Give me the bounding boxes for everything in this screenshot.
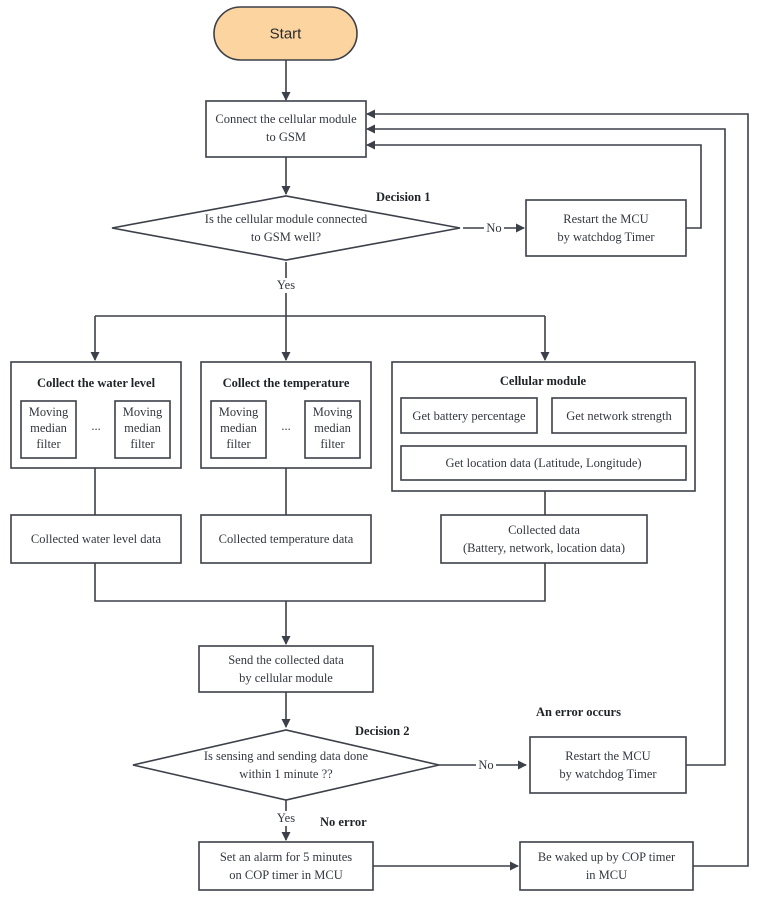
restart1-line-1: Restart the MCU: [563, 212, 648, 226]
water-filter-2-line-2: median: [124, 421, 162, 435]
network-label: Get network strength: [566, 409, 672, 423]
cellular-title: Cellular module: [500, 374, 587, 388]
temp-ellipsis: ...: [281, 419, 290, 433]
start-label: Start: [270, 26, 303, 43]
edges: [90, 60, 749, 871]
water-level-title: Collect the water level: [37, 376, 156, 390]
connect-node: Connect the cellular module to GSM: [205, 100, 367, 158]
location-label: Get location data (Latitude, Longitude): [445, 456, 641, 470]
edge-merge: [94, 563, 546, 602]
decision2-line-1: Is sensing and sending data done: [204, 749, 369, 763]
label-yes-1: Yes: [277, 278, 295, 292]
temp-filter-2-line-1: Moving: [313, 405, 353, 419]
restart2-line-2: by watchdog Timer: [559, 767, 657, 781]
decision2-node: Is sensing and sending data done within …: [132, 729, 440, 801]
temp-data-label: Collected temperature data: [219, 532, 354, 546]
edge-restart2-loop: [366, 124, 726, 766]
edge-restart1-loop: [366, 140, 702, 229]
wake-line-2: in MCU: [586, 868, 627, 882]
connect-line-2: to GSM: [266, 130, 306, 144]
label-no-1: No: [486, 221, 501, 235]
temp-filter-1-line-3: filter: [226, 437, 251, 451]
label-no-2: No: [478, 758, 493, 772]
decision1-node: Is the cellular module connected to GSM …: [111, 195, 461, 261]
decision1-line-1: Is the cellular module connected: [205, 212, 368, 226]
water-data-label: Collected water level data: [31, 532, 162, 546]
restart2-node: Restart the MCU by watchdog Timer: [529, 736, 687, 794]
temp-filter-1-line-1: Moving: [219, 405, 259, 419]
start-node: Start: [213, 6, 358, 61]
water-ellipsis: ...: [91, 419, 100, 433]
water-filter-1-line-1: Moving: [29, 405, 69, 419]
collected-data-node: Collected data (Battery, network, locati…: [440, 514, 648, 564]
water-filter-1-line-2: median: [30, 421, 68, 435]
water-filter-2-line-3: filter: [130, 437, 155, 451]
label-yes-2: Yes: [277, 811, 295, 825]
battery-label: Get battery percentage: [412, 409, 526, 423]
wake-node: Be waked up by COP timer in MCU: [519, 841, 694, 891]
collected-line-1: Collected data: [508, 523, 580, 537]
decision2-label: Decision 2: [355, 724, 410, 738]
decision2-line-2: within 1 minute ??: [239, 767, 333, 781]
connect-line-1: Connect the cellular module: [215, 112, 357, 126]
collected-line-2: (Battery, network, location data): [463, 541, 625, 555]
temperature-title: Collect the temperature: [223, 376, 350, 390]
wake-line-1: Be waked up by COP timer: [538, 850, 676, 864]
temp-filter-2-line-2: median: [314, 421, 352, 435]
send-node: Send the collected data by cellular modu…: [198, 645, 374, 693]
restart1-node: Restart the MCU by watchdog Timer: [525, 199, 687, 257]
temp-filter-1-line-2: median: [220, 421, 258, 435]
cellular-module-group: Cellular module Get battery percentage G…: [391, 361, 696, 492]
water-filter-1-line-3: filter: [36, 437, 61, 451]
temp-filter-2-line-3: filter: [320, 437, 345, 451]
water-level-group: Collect the water level Moving median fi…: [10, 361, 182, 469]
error-label: An error occurs: [536, 705, 621, 719]
alarm-line-1: Set an alarm for 5 minutes: [220, 850, 352, 864]
restart2-line-1: Restart the MCU: [565, 749, 650, 763]
no-error-label: No error: [320, 815, 367, 829]
edge-wake-loop: [366, 109, 749, 867]
send-line-1: Send the collected data: [228, 653, 344, 667]
temperature-group: Collect the temperature Moving median fi…: [200, 361, 372, 469]
temp-data-node: Collected temperature data: [200, 514, 372, 564]
alarm-line-2: on COP timer in MCU: [229, 868, 342, 882]
send-line-2: by cellular module: [239, 671, 333, 685]
decision1-label: Decision 1: [376, 190, 431, 204]
water-data-node: Collected water level data: [10, 514, 182, 564]
restart1-line-2: by watchdog Timer: [557, 230, 655, 244]
decision1-line-2: to GSM well?: [251, 230, 322, 244]
water-filter-2-line-1: Moving: [123, 405, 163, 419]
alarm-node: Set an alarm for 5 minutes on COP timer …: [198, 841, 374, 891]
